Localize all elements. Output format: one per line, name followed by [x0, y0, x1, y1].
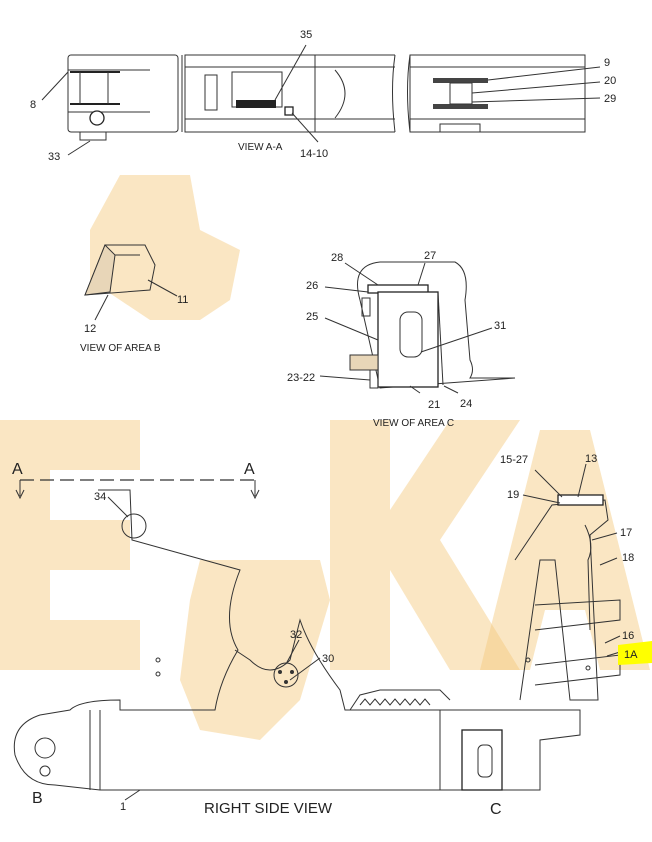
section-marker-a-right: A	[244, 461, 255, 478]
watermark	[0, 175, 650, 740]
callout-30: 30	[322, 653, 334, 665]
callout-18: 18	[622, 552, 634, 564]
callout-12: 12	[84, 323, 96, 335]
view-a-a-drawing	[67, 54, 586, 141]
view-area-c-caption: VIEW OF AREA C	[373, 418, 454, 429]
callout-leaders-area-c	[319, 262, 493, 394]
callout-31: 31	[494, 320, 506, 332]
callout-33: 33	[48, 151, 60, 163]
right-side-view-caption: RIGHT SIDE VIEW	[204, 800, 333, 817]
section-marker-b: B	[32, 790, 43, 807]
callout-32: 32	[290, 629, 302, 641]
callout-26: 26	[306, 280, 318, 292]
highlight-1a	[618, 641, 652, 665]
callout-9: 9	[604, 57, 610, 69]
callout-16: 16	[622, 630, 634, 642]
callout-34: 34	[94, 491, 106, 503]
callout-20: 20	[604, 75, 616, 87]
callout-29: 29	[604, 93, 616, 105]
callout-17: 17	[620, 527, 632, 539]
callout-27: 27	[424, 250, 436, 262]
section-marker-a-left: A	[12, 461, 23, 478]
callout-1: 1	[120, 801, 126, 813]
callout-1a: 1A	[624, 649, 638, 661]
callout-leaders-top	[41, 44, 601, 156]
callout-13: 13	[585, 453, 597, 465]
callout-21: 21	[428, 399, 440, 411]
callout-28: 28	[331, 252, 343, 264]
view-a-a-caption: VIEW A-A	[238, 142, 283, 153]
callout-23-22: 23-22	[287, 372, 315, 384]
area-c-drawing	[349, 261, 516, 389]
callout-15-27: 15-27	[500, 454, 528, 466]
callout-8: 8	[30, 99, 36, 111]
callout-14-10: 14-10	[300, 148, 328, 160]
section-marker-c: C	[490, 801, 502, 818]
callout-11: 11	[177, 294, 188, 306]
callout-25: 25	[306, 311, 318, 323]
callout-24: 24	[460, 398, 472, 410]
callout-leaders-side	[107, 463, 621, 801]
area-b-drawing	[84, 244, 178, 321]
view-area-b-caption: VIEW OF AREA B	[80, 343, 161, 354]
callout-35: 35	[300, 29, 312, 41]
right-side-view-drawing	[13, 479, 621, 791]
callout-19: 19	[507, 489, 519, 501]
